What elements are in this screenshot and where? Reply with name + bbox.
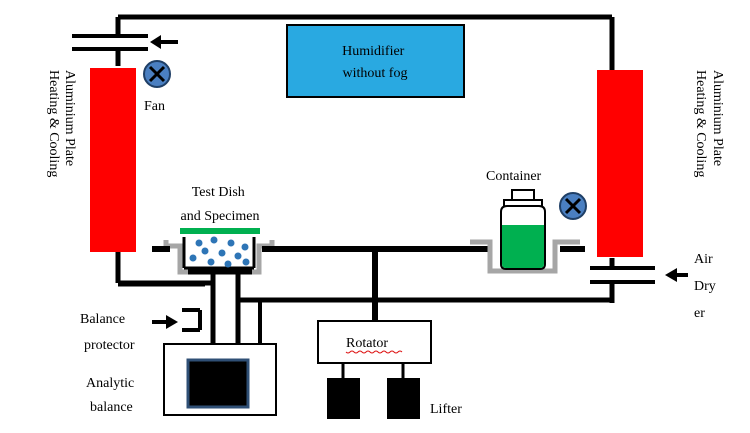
fan-inlet-arrow (150, 35, 178, 49)
chamber-frame (115, 14, 615, 303)
balance-protector-label: Balance protector (80, 312, 135, 353)
plate-right-label: Heating & Cooling Aluminium Plate (693, 70, 725, 181)
humidifier (286, 24, 465, 98)
rotator-underline (345, 350, 403, 354)
humidifier-label: Humidifier without fog (342, 44, 408, 81)
fan-label: Fan (144, 99, 165, 114)
air-dryer-arrow (665, 268, 688, 282)
rotator-label: Rotator (346, 336, 388, 351)
test-dish (163, 228, 275, 275)
balance-protector-arrow (152, 315, 178, 329)
air-dryer-duct (590, 266, 655, 284)
fan-icon (143, 60, 171, 88)
specimen-droplets (189, 236, 250, 268)
analytic-balance-label: Analytic balance (86, 376, 138, 415)
air-dryer-label: Air Dry er (694, 252, 719, 321)
balance-display (186, 358, 250, 409)
plate-right (597, 70, 643, 257)
test-dish-label: Test Dish and Specimen (181, 185, 260, 224)
fan-inlet-duct (72, 34, 148, 51)
rotator-box (317, 320, 432, 364)
container-tray (470, 239, 580, 274)
lifter-label: Lifter (430, 402, 462, 417)
plate-left-label: Heating & Cooling Aluminium Plate (46, 70, 77, 181)
valve-icon (559, 192, 587, 220)
balance-protector (182, 308, 202, 332)
plate-left (90, 68, 136, 252)
lifter (327, 363, 420, 419)
container-label: Container (486, 169, 542, 184)
container (500, 189, 546, 270)
